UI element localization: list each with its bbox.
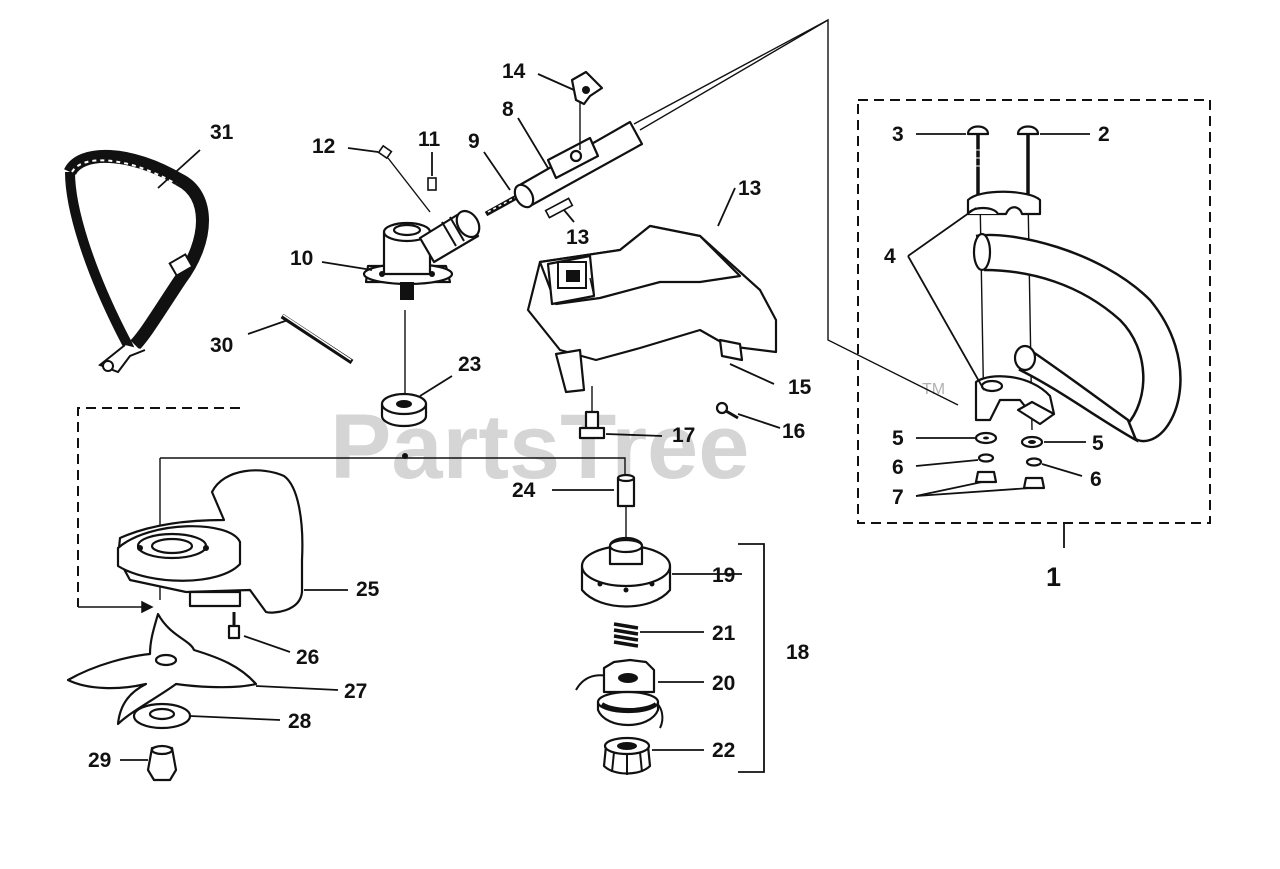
callout-labels: 1 2 3 4 5 5 6 6 7 8 9 10 11 12 13 13 14 … (88, 60, 1110, 772)
bump-knob-part (602, 736, 652, 775)
blade-assembly-dashed-line (77, 407, 240, 607)
callout-14: 14 (502, 60, 526, 83)
washer-5-right-part (1020, 435, 1044, 449)
blade-guard-part (116, 469, 304, 614)
nut-7-left-part (974, 470, 998, 484)
blade-part (66, 612, 258, 726)
callout-10: 10 (290, 247, 313, 270)
clip-part (544, 197, 574, 219)
screw-11-part (427, 177, 437, 191)
callout-9: 9 (468, 130, 480, 153)
guard-guide-line (160, 457, 626, 475)
wing-screw-part (570, 70, 604, 150)
assembly-18-bracket (738, 543, 765, 773)
callout-5-right: 5 (1092, 432, 1104, 455)
callout-21: 21 (712, 622, 736, 645)
callout-24: 24 (512, 479, 536, 502)
watermark-trademark: TM (922, 381, 945, 398)
leader-lines (120, 73, 1090, 761)
blade-assembly-arrowhead (141, 600, 154, 614)
callout-3: 3 (892, 123, 904, 146)
callout-13-clip: 13 (566, 226, 589, 249)
callout-1: 1 (1046, 562, 1061, 592)
callout-23: 23 (458, 353, 481, 376)
washer-5-left-part (974, 431, 998, 445)
callout-20: 20 (712, 672, 735, 695)
washer-23-part (380, 392, 428, 428)
washer-28-part (132, 702, 192, 730)
callout-11: 11 (418, 128, 441, 151)
engine-cover-part (526, 224, 778, 394)
callout-25: 25 (356, 578, 380, 601)
spool-part (575, 658, 664, 729)
callout-30: 30 (210, 334, 233, 357)
handle-assembly-box (857, 99, 1211, 524)
callout-13-cover: 13 (738, 177, 761, 200)
callout-26: 26 (296, 646, 319, 669)
shaft-guide-line (639, 18, 959, 406)
lock-washer-6-left-part (977, 453, 995, 463)
handle-clamp-lower-part (974, 375, 1056, 426)
screw-16-part (715, 401, 739, 420)
nut-29-part (146, 744, 178, 782)
spring-part (613, 622, 639, 648)
callout-6-left: 6 (892, 456, 904, 479)
callout-27: 27 (344, 680, 367, 703)
callout-29: 29 (88, 749, 111, 772)
callout-6-right: 6 (1090, 468, 1102, 491)
callout-5-left: 5 (892, 427, 904, 450)
spool-housing-part (580, 536, 672, 608)
callout-31: 31 (210, 121, 234, 144)
screw-26-part (227, 612, 241, 640)
callout-2: 2 (1098, 123, 1110, 146)
tube-part (513, 19, 829, 209)
handle-clamp-upper-part (966, 190, 1042, 216)
handle-loop-part (972, 232, 1182, 443)
callout-12: 12 (312, 135, 335, 158)
junction-dot (402, 453, 408, 459)
callout-16: 16 (782, 420, 805, 443)
callout-7: 7 (892, 486, 904, 509)
spacer-part (616, 473, 636, 540)
callout-19: 19 (712, 564, 735, 587)
callout-18: 18 (786, 641, 810, 664)
callout-22: 22 (712, 739, 735, 762)
shoulder-strap-part (64, 150, 209, 374)
callout-4: 4 (884, 245, 896, 268)
callout-17: 17 (672, 424, 695, 447)
handle-bolt-3-part (966, 125, 990, 421)
callout-15: 15 (788, 376, 812, 399)
lock-washer-6-right-part (1025, 457, 1043, 467)
callout-8: 8 (502, 98, 514, 121)
gearhead-part (362, 209, 481, 300)
pin-part (280, 313, 354, 365)
screw-12-part (377, 144, 431, 213)
callout-28: 28 (288, 710, 312, 733)
nut-7-right-part (1022, 476, 1046, 490)
bolt-17-part (578, 386, 606, 440)
